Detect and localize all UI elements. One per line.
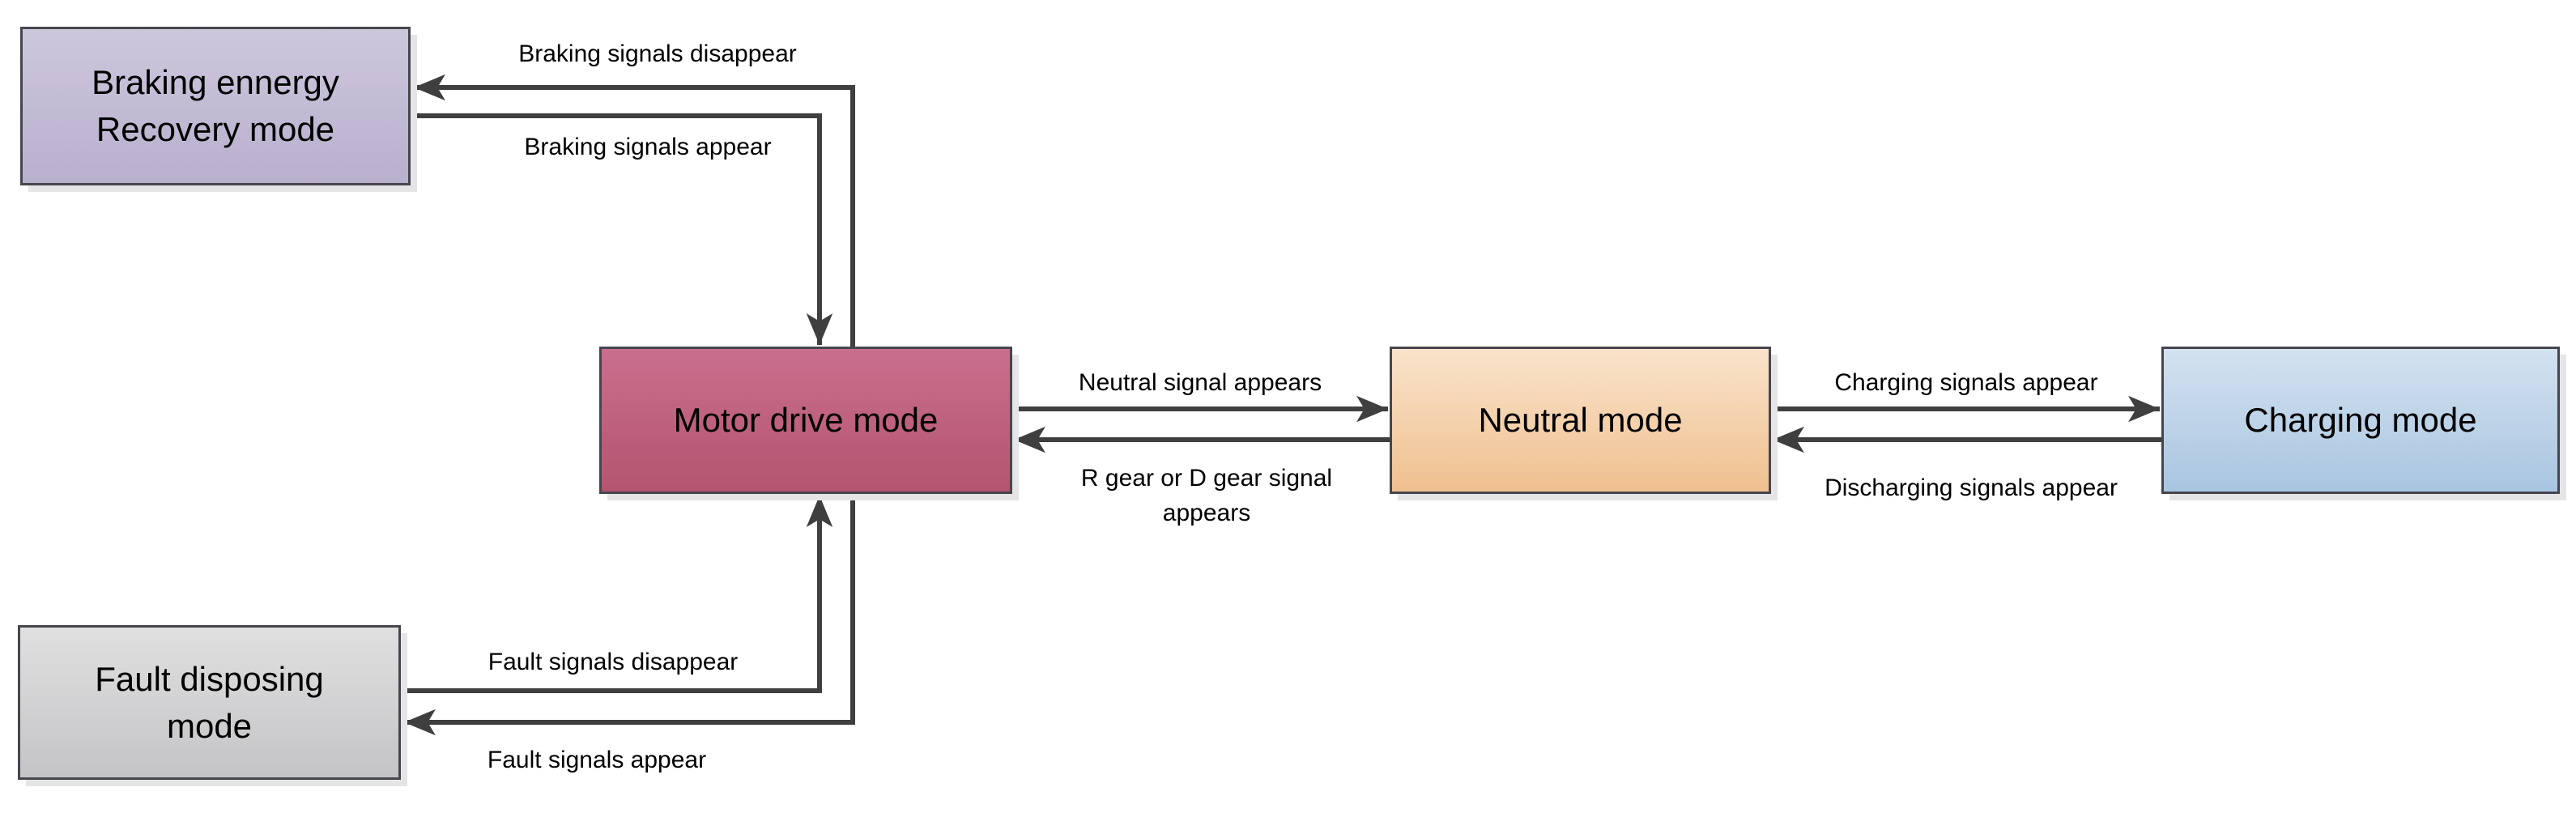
edge-braking-to-motor <box>411 113 833 345</box>
edge-label-braking-signals-disappear: Braking signals disappear <box>518 40 797 67</box>
node-label: Fault disposing mode <box>95 659 324 745</box>
edge-label-r-or-d-gear-signal-appears: R gear or D gear signal appears <box>1080 465 1333 526</box>
node-fault-disposing-mode: Fault disposing mode <box>18 625 401 780</box>
node-neutral-mode: Neutral mode <box>1390 347 1771 494</box>
node-label: Braking ennergy Recovery mode <box>92 63 339 148</box>
edge-fault-to-motor <box>401 496 833 693</box>
edge-label-neutral-signal-appears: Neutral signal appears <box>1078 369 1322 396</box>
node-label: Neutral mode <box>1478 401 1683 440</box>
node-braking-energy-recovery-mode: Braking ennergy Recovery mode <box>20 27 411 185</box>
edge-label-charging-signals-appear: Charging signals appear <box>1834 369 2098 396</box>
edge-label-fault-signals-appear: Fault signals appear <box>487 747 707 773</box>
node-label: Motor drive mode <box>673 401 939 440</box>
edge-motor-to-fault <box>404 494 855 736</box>
edge-label-braking-signals-appear: Braking signals appear <box>524 134 772 160</box>
node-motor-drive-mode: Motor drive mode <box>599 347 1012 494</box>
edge-motor-to-braking <box>414 74 855 347</box>
edge-label-fault-signals-disappear: Fault signals disappear <box>488 649 739 675</box>
node-charging-mode: Charging mode <box>2161 347 2560 494</box>
node-label: Charging mode <box>2244 401 2477 440</box>
edge-label-discharging-signals-appear: Discharging signals appear <box>1824 475 2118 501</box>
